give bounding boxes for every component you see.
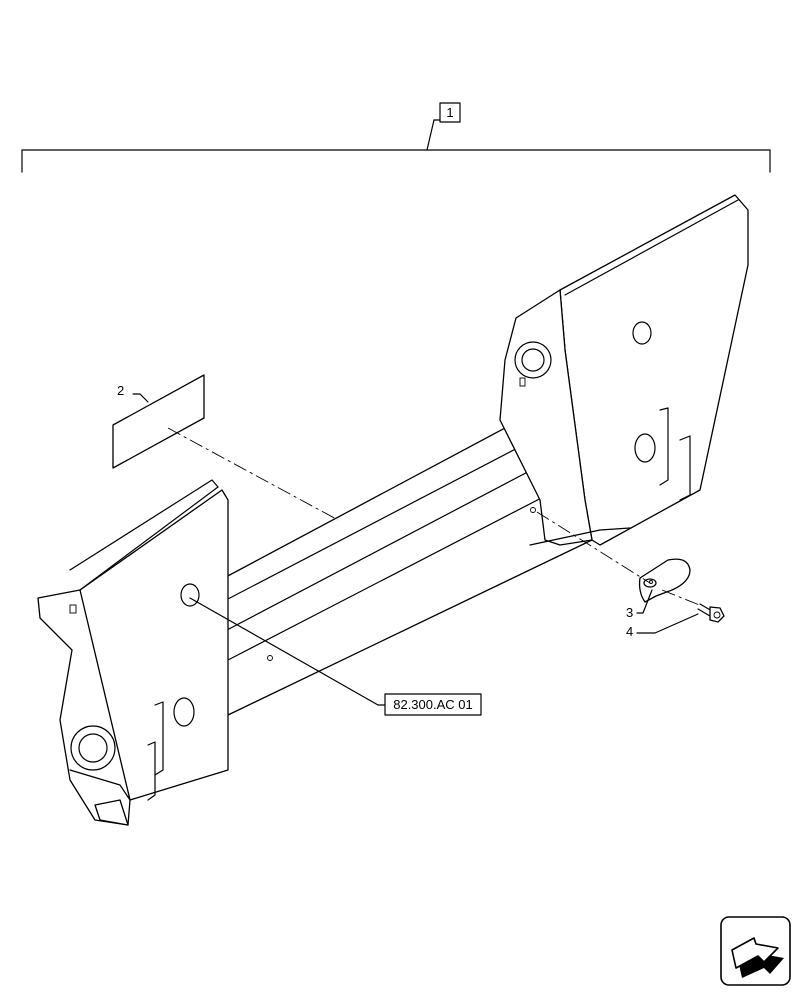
callout-1-label: 1 (446, 105, 453, 120)
right-side-plate (499, 194, 749, 546)
clip-assembly-line (536, 511, 651, 584)
callout-3[interactable]: 3 (626, 589, 653, 620)
callout-2-label: 2 (117, 383, 124, 398)
decal-2 (112, 374, 205, 469)
callout-4-label: 4 (626, 624, 633, 639)
reference-label: 82.300.AC 01 (393, 697, 473, 712)
callout-3-label: 3 (626, 605, 633, 620)
left-side-plate (37, 479, 229, 826)
next-page-arrow-icon[interactable] (720, 916, 791, 986)
bolt-4 (697, 603, 725, 623)
assembly-bracket (21, 119, 771, 173)
callout-4[interactable]: 4 (626, 613, 699, 639)
callout-1[interactable]: 1 (439, 102, 461, 123)
reference-callout[interactable]: 82.300.AC 01 (189, 597, 482, 716)
callout-2[interactable]: 2 (117, 383, 149, 403)
cable-clip-3 (638, 558, 691, 603)
bolt-assembly-line (661, 589, 703, 607)
decal-assembly-line (167, 427, 339, 521)
